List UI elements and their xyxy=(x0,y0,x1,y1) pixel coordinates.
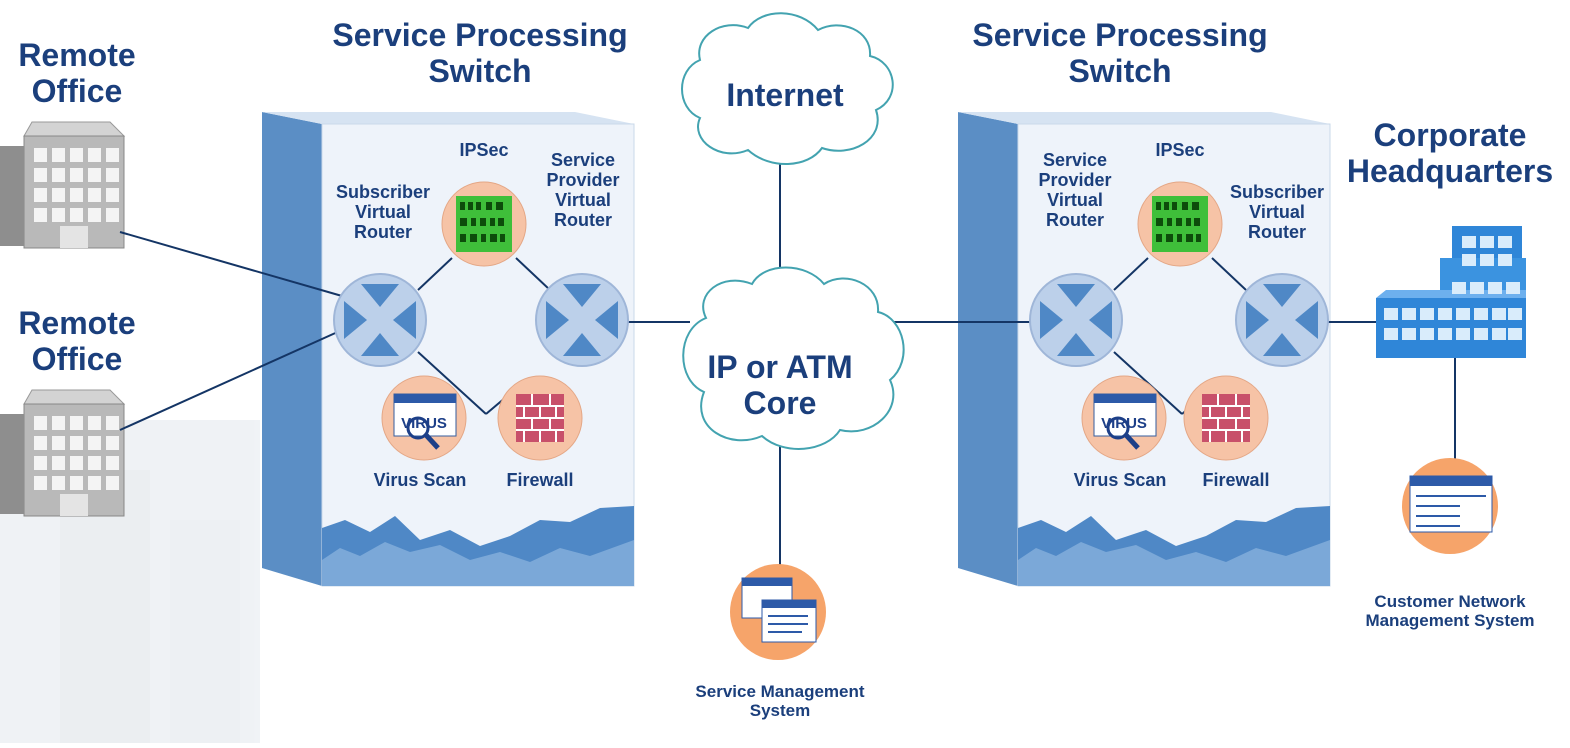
left-virus-scan-icon: VIRUS xyxy=(381,375,467,461)
right-ipsec-icon xyxy=(1137,181,1223,267)
internet-cloud xyxy=(681,12,894,165)
customer-network-management-system-icon xyxy=(1402,458,1498,554)
internet-label: Internet xyxy=(726,77,844,113)
corporate-hq-building-icon xyxy=(1376,226,1526,358)
left-firewall-label: Firewall xyxy=(506,470,574,490)
right-firewall-label: Firewall xyxy=(1202,470,1270,490)
left-virus-scan-label: Virus Scan xyxy=(373,470,467,490)
left-firewall-icon xyxy=(497,375,583,461)
connection-lines xyxy=(119,140,1456,570)
left-subscriber-router-icon xyxy=(333,273,427,367)
core-cloud xyxy=(682,266,905,450)
service-management-system-icon xyxy=(730,564,826,660)
right-firewall-icon xyxy=(1183,375,1269,461)
remote-office-bottom-building-icon xyxy=(0,389,125,517)
left-ipsec-label: IPSec xyxy=(459,140,509,160)
right-virus-scan-label: Virus Scan xyxy=(1073,470,1167,490)
background-scenery xyxy=(0,420,260,743)
left-provider-router-icon xyxy=(535,273,629,367)
right-virus-scan-icon: VIRUS xyxy=(1081,375,1167,461)
right-subscriber-router-icon xyxy=(1235,273,1329,367)
right-provider-router-icon xyxy=(1029,273,1123,367)
remote-office-top-building-icon xyxy=(0,121,125,249)
left-ipsec-icon xyxy=(441,181,527,267)
right-ipsec-label: IPSec xyxy=(1155,140,1205,160)
